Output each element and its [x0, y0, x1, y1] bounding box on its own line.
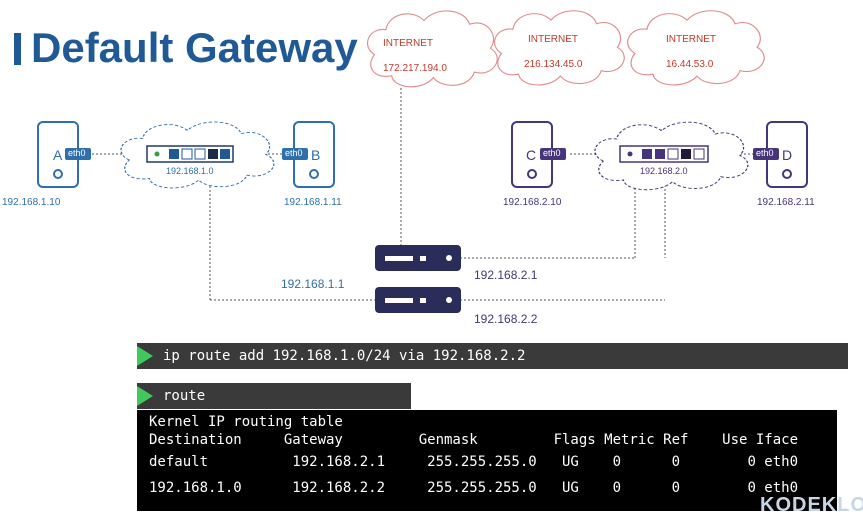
title-text: Default Gateway — [31, 24, 358, 71]
router-top[interactable] — [375, 245, 461, 271]
switch-left-label: 192.168.1.0 — [166, 166, 214, 176]
cloud-1-label: INTERNET — [383, 38, 433, 49]
switch-right — [619, 145, 709, 163]
command-ip-route-text: ip route add 192.168.1.0/24 via 192.168.… — [163, 348, 526, 364]
eth0-label-a: eth0 — [68, 148, 86, 158]
internet-cloud-2 — [493, 10, 625, 86]
eth0-label-b: eth0 — [285, 148, 303, 158]
cloud-2-ip: 216.134.45.0 — [524, 59, 583, 70]
host-a-ip: 192.168.1.10 — [2, 197, 61, 208]
cloud-2-label: INTERNET — [528, 34, 578, 45]
eth0-badge-b — [282, 148, 308, 160]
internet-cloud-3 — [627, 10, 765, 86]
eth0-label-c: eth0 — [543, 148, 561, 158]
table-row: default 192.168.2.1 255.255.255.0 UG 0 0… — [149, 454, 799, 470]
play-icon — [137, 346, 153, 366]
host-c-letter: C — [526, 147, 537, 163]
host-d-letter: D — [782, 147, 793, 163]
router-ip-left: 192.168.1.1 — [281, 277, 345, 291]
title-bar — [14, 33, 21, 65]
eth0-badge-d — [753, 148, 779, 160]
eth0-label-d: eth0 — [756, 148, 774, 158]
routing-table-header: Destination Gateway Genmask Flags Metric… — [149, 432, 799, 448]
routing-table-title: Kernel IP routing table — [149, 414, 343, 430]
watermark-logo: KODEKLOUD — [760, 494, 863, 516]
page-title: Default Gateway — [14, 24, 358, 72]
command-route[interactable]: route — [137, 383, 411, 409]
host-b-letter: B — [311, 147, 321, 163]
host-a-letter: A — [53, 147, 63, 163]
table-row: 192.168.1.0 192.168.2.2 255.255.255.0 UG… — [149, 480, 799, 496]
router-bottom[interactable] — [375, 287, 461, 313]
command-ip-route[interactable]: ip route add 192.168.1.0/24 via 192.168.… — [137, 343, 848, 369]
router-ip-bottom: 192.168.2.2 — [474, 312, 538, 326]
switch-left — [146, 145, 234, 163]
cloud-1-ip: 172.217.194.0 — [383, 63, 447, 74]
cloud-3-ip: 16.44.53.0 — [666, 59, 714, 70]
switch-right-label: 192.168.2.0 — [640, 166, 688, 176]
eth0-badge-c — [540, 148, 566, 160]
host-d-ip: 192.168.2.11 — [757, 197, 815, 208]
command-route-text: route — [163, 388, 206, 404]
eth0-badge-a — [65, 148, 91, 160]
host-c-ip: 192.168.2.10 — [503, 197, 562, 208]
routing-table-output: Kernel IP routing table Destination Gate… — [137, 410, 837, 511]
router-ip-top: 192.168.2.1 — [474, 268, 538, 282]
host-b-ip: 192.168.1.11 — [284, 197, 342, 208]
cloud-3-label: INTERNET — [666, 34, 716, 45]
play-icon — [137, 386, 153, 406]
